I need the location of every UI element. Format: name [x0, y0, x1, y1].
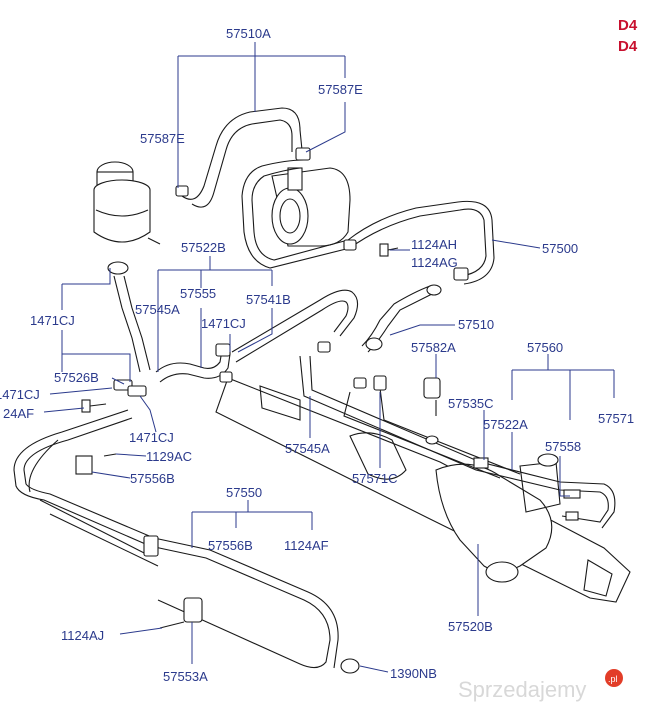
label-57558: 57558: [545, 439, 581, 454]
label-1129AC: 1129AC: [146, 449, 192, 464]
label-1124AF: 1124AF: [284, 538, 329, 553]
label-57535C: 57535C: [448, 396, 494, 411]
label-1124AH: 1124AH: [411, 237, 457, 252]
label-57587E-right: 57587E: [318, 82, 363, 97]
label-57500: 57500: [542, 241, 578, 256]
label-57510: 57510: [458, 317, 494, 332]
label-57571-cut: 57571: [598, 411, 634, 426]
label-1124AJ: 1124AJ: [61, 628, 104, 643]
reservoir: [93, 161, 161, 245]
label-57553A: 57553A: [163, 669, 208, 684]
part-labels: D4 D4 57510A 57587E 57587E 57522B 57555 …: [0, 17, 638, 684]
label-57541B: 57541B: [246, 292, 291, 307]
label-1471CJ-mid: 1471CJ: [201, 316, 246, 331]
label-57555: 57555: [180, 286, 216, 301]
label-57582A: 57582A: [411, 340, 456, 355]
label-1471CJ-left: 1471CJ: [30, 313, 75, 328]
leader-lines: [43, 42, 615, 673]
label-57550: 57550: [226, 485, 262, 500]
pump: [271, 167, 351, 247]
watermark: Sprzedajemy .pl: [458, 669, 623, 702]
label-57545A-top: 57545A: [135, 302, 180, 317]
corner-code-1: D4: [618, 17, 638, 34]
watermark-suffix: .pl: [608, 674, 618, 684]
parts-illustration: [13, 107, 631, 674]
label-24AF: 24AF: [3, 406, 34, 421]
label-57522A: 57522A: [483, 417, 528, 432]
label-57545A-bottom: 57545A: [285, 441, 330, 456]
label-57520B: 57520B: [448, 619, 493, 634]
label-1390NB: 1390NB: [390, 666, 437, 681]
label-57587E-left: 57587E: [140, 131, 185, 146]
corner-code-2: D4: [618, 38, 638, 55]
watermark-dot-icon: [605, 669, 623, 687]
steering-rack: [215, 377, 631, 603]
label-57560: 57560: [527, 340, 563, 355]
label-57522B: 57522B: [181, 240, 226, 255]
watermark-text: Sprzedajemy: [458, 677, 586, 702]
label-57556B-center: 57556B: [208, 538, 253, 553]
label-57556B-left: 57556B: [130, 471, 175, 486]
label-1471CJ-far-left: 1471CJ: [0, 387, 40, 402]
label-1124AG: 1124AG: [411, 255, 458, 270]
label-57571C: 57571C: [352, 471, 398, 486]
label-1471CJ-bottom: 1471CJ: [129, 430, 174, 445]
label-57510A: 57510A: [226, 26, 271, 41]
label-57526B: 57526B: [54, 370, 99, 385]
